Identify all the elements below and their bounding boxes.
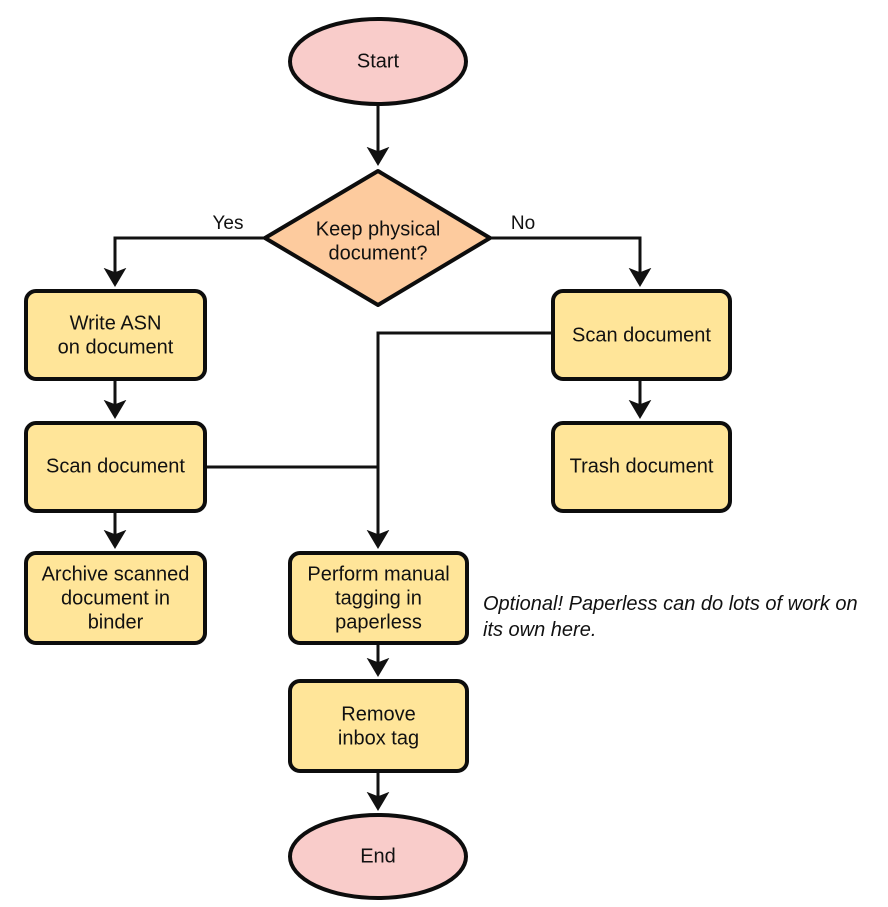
node-trash-document[interactable]: Trash document [551, 421, 732, 513]
edge-label-yes: Yes [213, 213, 244, 234]
end-label: End [360, 845, 396, 867]
edge-decision-no-to-scan-right [490, 236, 652, 287]
trash-label: Trash document [570, 455, 714, 477]
trash-box-shape [551, 421, 732, 513]
archive-label-line1: Archive scanned [42, 563, 190, 585]
archive-label-line3: binder [88, 611, 144, 633]
edge-labels-layer: Yes No [213, 213, 536, 234]
tagging-box-shape [288, 551, 469, 645]
node-write-asn-on-document[interactable]: Write ASN on document [24, 289, 207, 381]
node-remove-inbox-tag[interactable]: Remove inbox tag [288, 679, 469, 773]
edges-layer [103, 104, 652, 811]
node-keep-physical-document-decision[interactable]: Keep physical document? [263, 169, 492, 307]
node-start[interactable]: Start [288, 17, 468, 106]
edge-label-no: No [511, 213, 535, 234]
remove-inbox-box-shape [288, 679, 469, 773]
tagging-label-line2: tagging in [335, 587, 422, 609]
scan-left-label: Scan document [46, 455, 185, 477]
write-asn-box-shape [24, 289, 207, 381]
scan-right-label: Scan document [572, 324, 711, 346]
end-ellipse-shape [288, 813, 468, 900]
annotation-line1: Optional! Paperless can do lots of work … [483, 593, 858, 615]
archive-box-shape [24, 551, 207, 645]
decision-diamond-shape [263, 169, 492, 307]
scan-right-box-shape [551, 289, 732, 381]
decision-label-line2: document? [329, 242, 428, 264]
annotation-optional-paperless: Optional! Paperless can do lots of work … [483, 593, 858, 641]
edge-decision-yes-to-write-asn [103, 236, 265, 287]
remove-inbox-label-line2: inbox tag [338, 727, 419, 749]
annotation-line2: its own here. [483, 619, 596, 641]
decision-label-line1: Keep physical [316, 218, 441, 240]
start-label: Start [357, 50, 400, 72]
tagging-label-line3: paperless [335, 611, 422, 633]
node-archive-scanned-document-in-binder[interactable]: Archive scanned document in binder [24, 551, 207, 645]
remove-inbox-label-line1: Remove [341, 703, 415, 725]
node-perform-manual-tagging[interactable]: Perform manual tagging in paperless [288, 551, 469, 645]
node-scan-document-left[interactable]: Scan document [24, 421, 207, 513]
write-asn-label-line2: on document [58, 336, 174, 358]
tagging-label-line1: Perform manual [307, 563, 449, 585]
write-asn-label-line1: Write ASN [70, 312, 162, 334]
scan-left-box-shape [24, 421, 207, 513]
edge-scan-right-to-tagging [366, 331, 553, 549]
start-ellipse-shape [288, 17, 468, 106]
node-scan-document-right[interactable]: Scan document [551, 289, 732, 381]
archive-label-line2: document in [61, 587, 170, 609]
node-end[interactable]: End [288, 813, 468, 900]
